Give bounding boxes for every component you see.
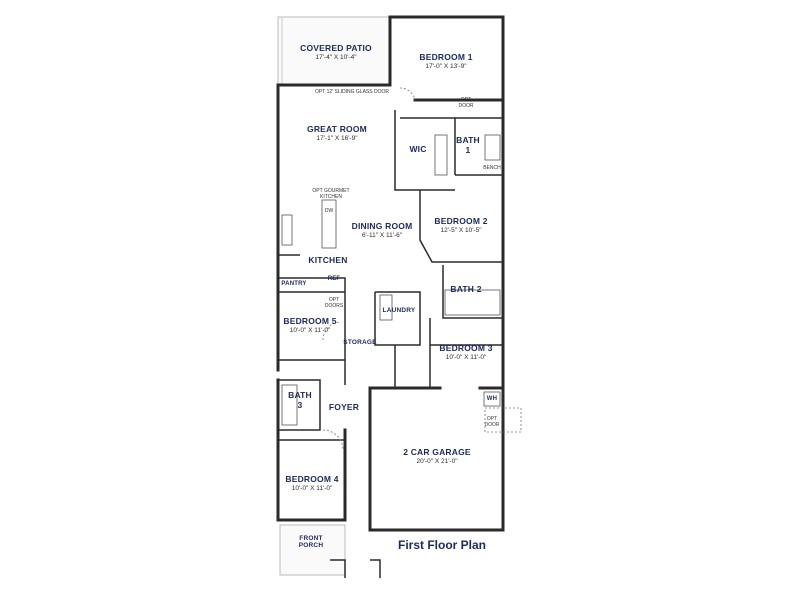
exterior-walls <box>276 15 505 532</box>
bedroom4-name: BEDROOM 4 <box>285 474 339 484</box>
bedroom3-name: BEDROOM 3 <box>439 343 493 353</box>
bedroom4-dim: 10'-0" X 11'-0" <box>291 484 333 492</box>
bedroom3-label: BEDROOM 3 10'-0" X 11'-0" <box>439 343 493 361</box>
garage-dim: 20'-0" X 21'-0" <box>416 457 458 465</box>
bedroom1-dim: 17'-0" X 13'-9" <box>425 62 467 70</box>
storage-label: STORAGE <box>343 339 377 346</box>
dw-note: DW <box>324 208 334 214</box>
great-room-dim: 17'-1" X 16'-9" <box>316 134 358 142</box>
bath3-label: BATH 3 <box>288 390 312 410</box>
bedroom1-label: BEDROOM 1 17'-0" X 13'-9" <box>419 52 473 70</box>
bedroom2-label: BEDROOM 2 12'-5" X 10'-5" <box>434 216 488 234</box>
bedroom2-name: BEDROOM 2 <box>434 216 488 226</box>
garage-label: 2 CAR GARAGE 20'-0" X 21'-0" <box>403 447 471 465</box>
front-porch-label: FRONT PORCH <box>298 535 324 550</box>
covered-patio-outline <box>277 16 391 86</box>
wh-label: WH <box>486 396 498 402</box>
fixtures <box>281 87 522 451</box>
covered-patio-label: COVERED PATIO 17'-4" X 10'-4" <box>300 43 372 61</box>
great-room-name: GREAT ROOM <box>307 124 367 134</box>
bedroom1-name: BEDROOM 1 <box>419 52 473 62</box>
dining-room-dim: 6'-11" X 11'-6" <box>361 231 403 239</box>
bedroom2-dim: 12'-5" X 10'-5" <box>440 226 482 234</box>
dining-room-label: DINING ROOM 6'-11" X 11'-6" <box>351 221 413 239</box>
front-porch-outline <box>279 524 381 578</box>
bench-note: BENCH <box>483 165 501 171</box>
laundry-label: LAUNDRY <box>382 307 416 314</box>
bedroom5-label: BEDROOM 5 10'-0" X 11'-0" <box>283 316 337 334</box>
gourmet-kitchen-note: OPT GOURMET KITCHEN <box>312 188 350 200</box>
interior-walls <box>278 110 503 441</box>
pantry-label: PANTRY <box>281 281 307 287</box>
wic-label: WIC <box>409 144 427 154</box>
bath1-label: BATH 1 <box>456 135 480 155</box>
bedroom4-label: BEDROOM 4 10'-0" X 11'-0" <box>285 474 339 492</box>
sliding-door-note: OPT 12' SLIDING GLASS DOOR <box>315 89 389 95</box>
great-room-label: GREAT ROOM 17'-1" X 16'-9" <box>307 124 367 142</box>
bath2-label: BATH 2 <box>450 284 482 294</box>
kitchen-label: KITCHEN <box>308 255 348 265</box>
bedroom3-dim: 10'-0" X 11'-0" <box>445 353 487 361</box>
covered-patio-dim: 17'-4" X 10'-4" <box>315 53 357 61</box>
covered-patio-name: COVERED PATIO <box>300 43 372 53</box>
opt-doors-bed5-note: OPT DOORS <box>324 297 344 309</box>
opt-door-garage-note: OPT DOOR <box>484 416 500 428</box>
garage-name: 2 CAR GARAGE <box>403 447 471 457</box>
ref-label: REF <box>327 276 341 282</box>
opt-door-bed1-note: OPT DOOR <box>458 97 474 109</box>
dining-room-name: DINING ROOM <box>351 221 413 231</box>
bedroom5-dim: 10'-0" X 11'-0" <box>289 326 331 334</box>
foyer-label: FOYER <box>328 402 360 412</box>
plan-title: First Floor Plan <box>398 538 487 552</box>
bedroom5-name: BEDROOM 5 <box>283 316 337 326</box>
